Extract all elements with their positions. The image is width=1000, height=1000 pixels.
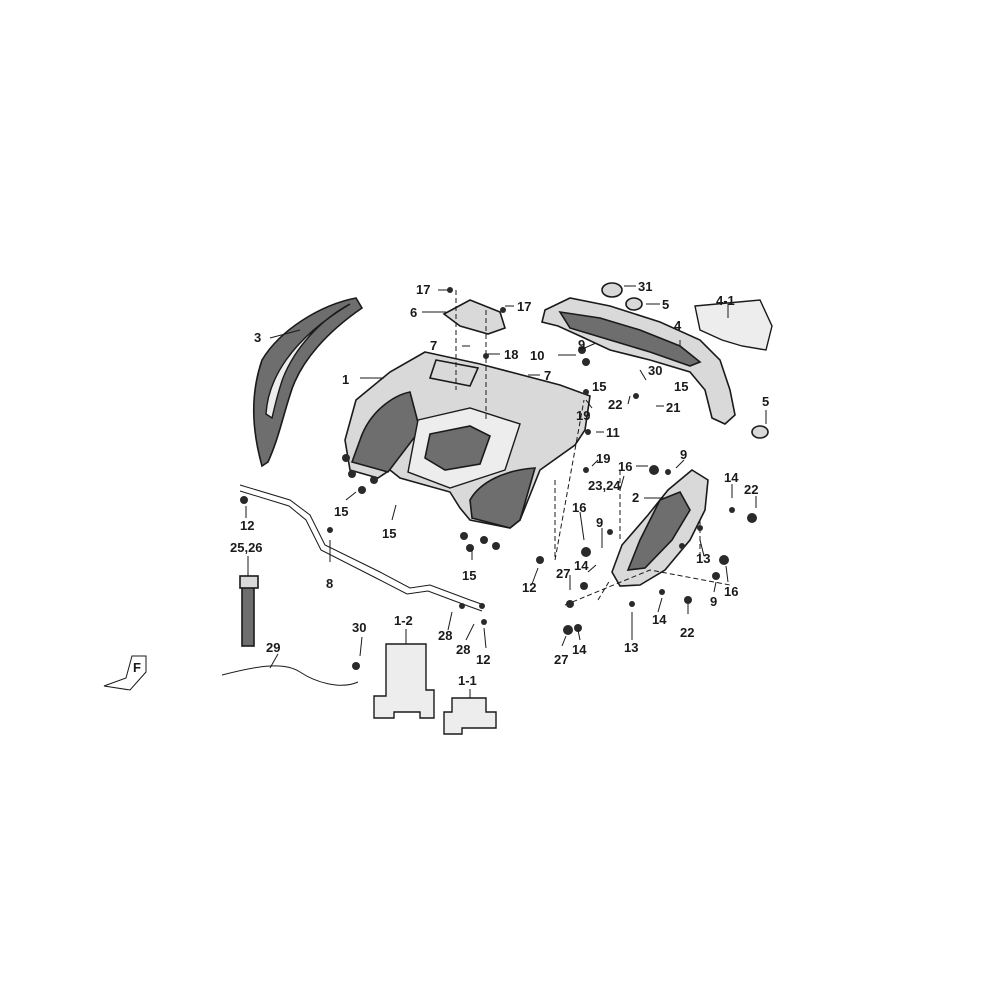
callout-10: 10 [530, 348, 544, 363]
part-1-1-plate [443, 697, 497, 735]
callout-12-left: 12 [240, 518, 254, 533]
callout-13-right: 13 [696, 551, 710, 566]
callout-30: 30 [352, 620, 366, 635]
callout-18: 18 [504, 347, 518, 362]
callout-29: 29 [266, 640, 280, 655]
callout-9-left: 9 [596, 515, 603, 530]
callout-9-right: 9 [710, 594, 717, 609]
callout-9-top: 9 [578, 337, 585, 352]
callout-9-mid: 9 [680, 447, 687, 462]
callout-13-low: 13 [624, 640, 638, 655]
callout-32: 31 [638, 279, 652, 294]
callout-14-bottom: 14 [572, 642, 587, 657]
callout-17-top: 17 [416, 282, 430, 297]
callout-31: 30 [648, 363, 662, 378]
callout-8: 8 [326, 576, 333, 591]
callout-19-top: 19 [576, 408, 590, 423]
callout-1-2: 1-2 [394, 613, 413, 628]
callout-15-mid: 15 [382, 526, 396, 541]
part-25-26-strap [241, 583, 255, 647]
part-5-plug-right [751, 425, 769, 439]
callout-27-top: 27 [556, 566, 570, 581]
callout-12-right: 12 [476, 652, 490, 667]
direction-letter: F [133, 660, 141, 675]
part-6-bracket [442, 299, 506, 335]
callout-28-a: 28 [438, 628, 452, 643]
part-5-plug-top [625, 297, 643, 311]
part-1-2-plate [373, 643, 435, 719]
callout-14-top: 14 [724, 470, 739, 485]
part-8-bar [239, 484, 485, 606]
callout-5-right: 5 [762, 394, 769, 409]
front-direction-arrow-icon [103, 655, 147, 691]
callout-11: 11 [606, 425, 620, 440]
callout-12-mid: 12 [522, 580, 536, 595]
callout-22-low: 22 [680, 625, 694, 640]
part-4-1-pad [694, 299, 773, 351]
callout-21: 22 [608, 397, 622, 412]
callout-25-26: 25,26 [230, 540, 263, 555]
callout-14-mid: 14 [574, 558, 589, 573]
callout-17-right: 17 [517, 299, 531, 314]
fastener-dots [240, 287, 757, 670]
callout-20: 21 [666, 400, 680, 415]
callout-15-b: 15 [674, 379, 688, 394]
callout-15-left: 15 [334, 504, 348, 519]
callout-3: 3 [254, 330, 261, 345]
callout-7-right: 7 [544, 368, 551, 383]
part-29-cable [221, 665, 359, 686]
callout-1-1: 1-1 [458, 673, 477, 688]
callout-28-b: 28 [456, 642, 470, 657]
callout-27-low: 27 [554, 652, 568, 667]
callout-4-1: 4-1 [716, 293, 735, 308]
callout-16-right: 16 [724, 584, 738, 599]
callout-4: 4 [674, 318, 682, 333]
callout-5-top: 5 [662, 297, 669, 312]
callout-15-a: 15 [592, 379, 606, 394]
callout-7-left: 7 [430, 338, 437, 353]
callout-16-mid: 16 [572, 500, 586, 515]
callout-14-low: 14 [652, 612, 667, 627]
callout-2: 2 [632, 490, 639, 505]
callout-16-top: 16 [618, 459, 632, 474]
callout-6: 6 [410, 305, 417, 320]
callout-19-mid: 19 [596, 451, 610, 466]
callout-23-24: 23,24 [588, 478, 621, 493]
callout-22-top: 22 [744, 482, 758, 497]
part-32-cap [601, 282, 623, 298]
callout-15-low: 15 [462, 568, 476, 583]
callout-1: 1 [342, 372, 349, 387]
